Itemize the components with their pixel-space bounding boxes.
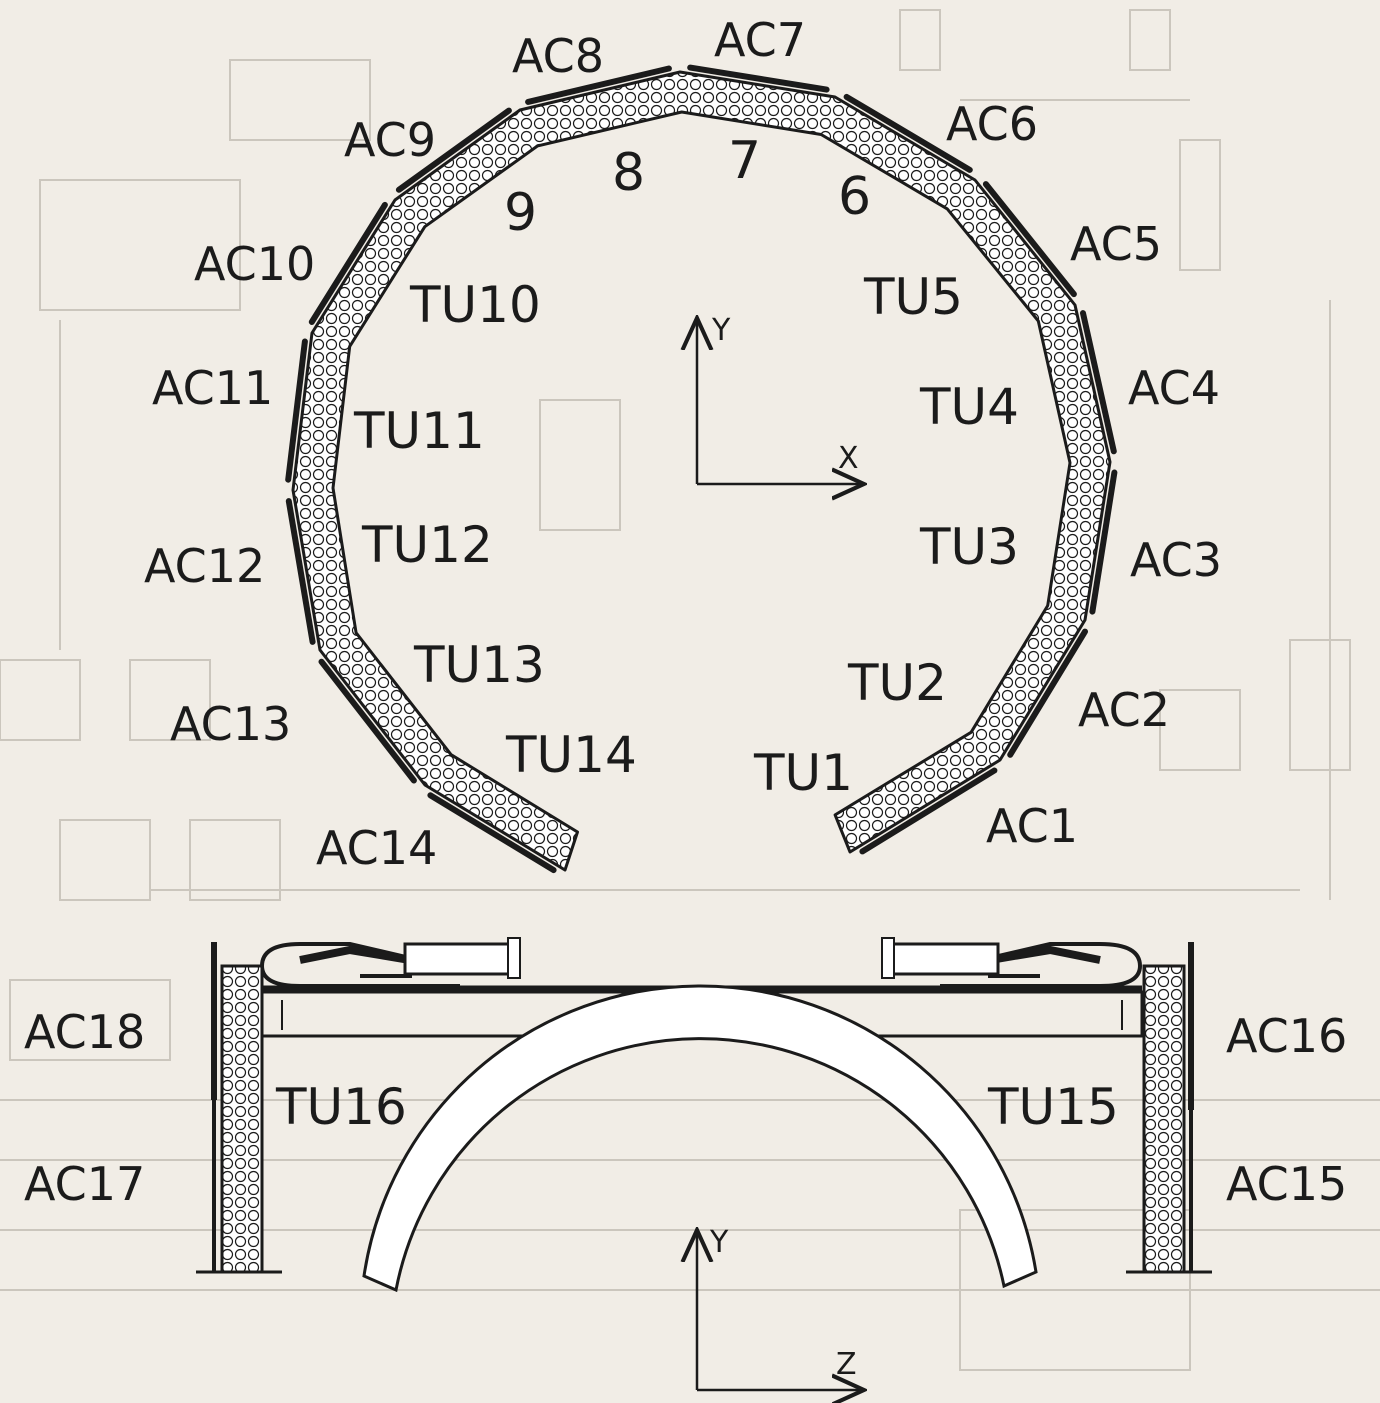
- bundle-label-tu12: TU12: [361, 516, 493, 574]
- sensor-label-ac2: AC2: [1078, 683, 1170, 737]
- sensor-plate-ac12: [285, 498, 316, 645]
- bundle-label-tu11: TU11: [353, 402, 485, 460]
- sector-number-6: 6: [838, 167, 871, 227]
- sensor-label-ac3: AC3: [1130, 533, 1222, 587]
- coordinate-axes: [697, 318, 864, 1390]
- sector-number-9: 9: [504, 183, 537, 243]
- clamp-block-right: [886, 942, 1000, 976]
- axis-label-y-lower: Y: [709, 1225, 729, 1260]
- ring-band: [291, 70, 1112, 872]
- sensor-plate-ac10: [308, 201, 388, 325]
- sensor-label-ac10: AC10: [194, 237, 315, 291]
- clamp-cap-right: [881, 937, 895, 979]
- bundle-label-tu1: TU1: [753, 744, 853, 802]
- bundle-label-tu15: TU15: [987, 1078, 1119, 1136]
- sensor-label-ac17: AC17: [24, 1157, 145, 1211]
- clamp-cap-left: [507, 937, 521, 979]
- strap-thick-right: [989, 945, 1101, 964]
- strap-thick-left: [299, 945, 411, 964]
- sensor-label-ac15: AC15: [1226, 1157, 1347, 1211]
- sensor-label-ac8: AC8: [512, 29, 604, 83]
- sensor-plate-ac13: [318, 658, 417, 784]
- sensor-label-ac14: AC14: [316, 821, 437, 875]
- sensor-label-ac7: AC7: [714, 13, 806, 67]
- sensor-plate-ac4: [1080, 310, 1117, 455]
- axis-label-y-upper: Y: [711, 313, 731, 348]
- folded-strap-right: [940, 942, 1143, 988]
- bundle-label-tu14: TU14: [505, 726, 637, 784]
- sector-number-7: 7: [728, 131, 761, 191]
- tube-bundle-tu16: [220, 964, 264, 1274]
- sensor-label-ac13: AC13: [170, 697, 291, 751]
- clamp-block-left: [403, 942, 517, 976]
- sensor-label-ac9: AC9: [344, 113, 436, 167]
- sensor-label-ac4: AC4: [1128, 361, 1220, 415]
- bundle-label-tu13: TU13: [413, 636, 545, 694]
- bundle-label-tu16: TU16: [275, 1078, 407, 1136]
- ring-tube-bundle: [285, 64, 1118, 874]
- sensor-label-ac1: AC1: [986, 799, 1078, 853]
- sensor-plate-ac2: [1007, 628, 1088, 758]
- sensor-label-ac16: AC16: [1226, 1009, 1347, 1063]
- sensor-plate-ac5: [982, 181, 1077, 298]
- tube-bundle-tu15: [1142, 964, 1186, 1274]
- bundle-label-tu10: TU10: [409, 276, 541, 334]
- sensor-plate-ac6: [843, 93, 973, 173]
- sensor-plate-ac14: [427, 792, 557, 874]
- sector-number-8: 8: [612, 143, 645, 203]
- sensor-plate-ac11: [285, 338, 308, 483]
- bundle-label-tu5: TU5: [863, 268, 963, 326]
- labels: Y X Y Z AC1 AC2 AC3 AC4 AC5 AC6 AC7 AC8 …: [24, 13, 1347, 1382]
- sensor-plate-ac8: [525, 65, 672, 105]
- sensor-label-ac12: AC12: [144, 539, 265, 593]
- sensor-plate-ac7: [687, 64, 830, 93]
- folded-strap-left: [259, 942, 460, 988]
- sensor-plate-ac9: [395, 107, 512, 193]
- sensor-label-ac18: AC18: [24, 1005, 145, 1059]
- lower-assembly: [196, 937, 1212, 1293]
- sensor-label-ac6: AC6: [946, 97, 1038, 151]
- bundle-label-tu3: TU3: [919, 518, 1019, 576]
- curved-pipe: [362, 984, 1038, 1293]
- bundle-label-tu2: TU2: [847, 654, 947, 712]
- sensor-label-ac11: AC11: [152, 361, 273, 415]
- sensor-plate-ac1: [859, 767, 998, 855]
- axis-label-z: Z: [836, 1347, 857, 1382]
- bundle-label-tu4: TU4: [919, 378, 1019, 436]
- axis-label-x: X: [838, 441, 859, 476]
- sensor-plate-ac3: [1089, 469, 1118, 615]
- sensor-label-ac5: AC5: [1070, 217, 1162, 271]
